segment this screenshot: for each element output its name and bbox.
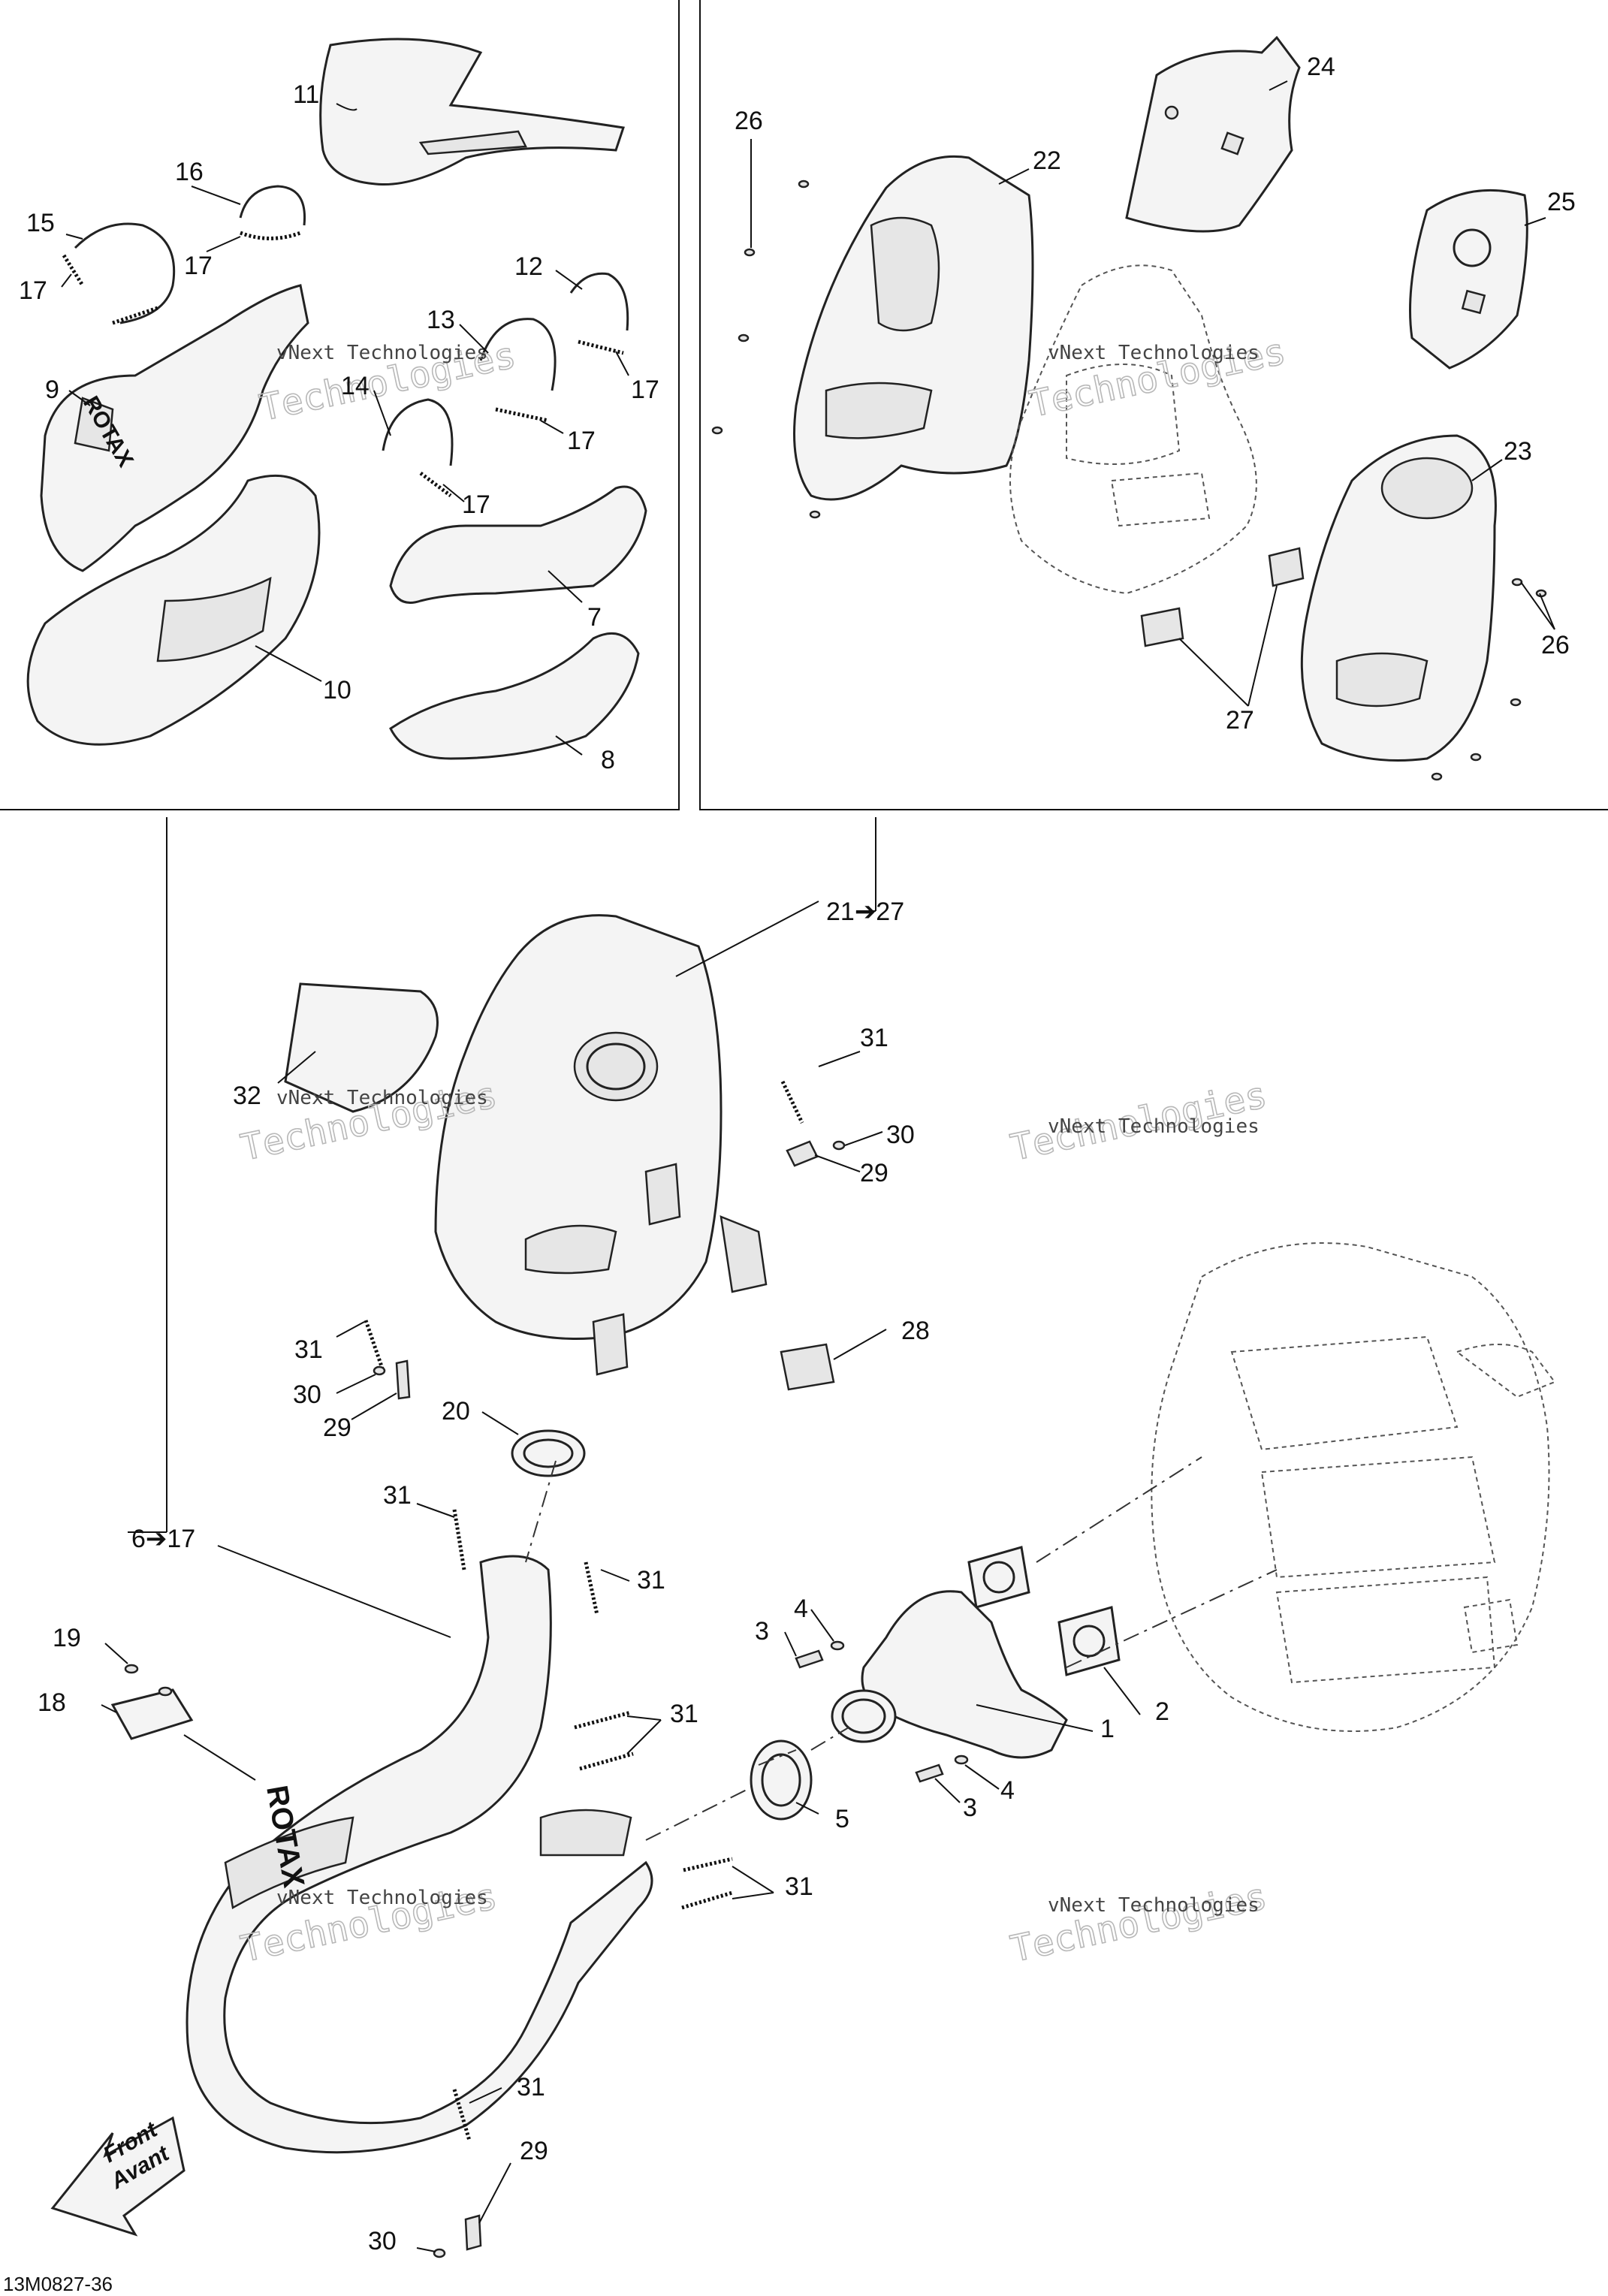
label-2: 2 — [1155, 1697, 1169, 1726]
label-24: 24 — [1307, 53, 1335, 81]
muffler-assembly-ghost — [1009, 264, 1257, 595]
retaining-ring-16 — [239, 185, 306, 226]
watermark-4a: vNext Technologies — [1048, 1115, 1260, 1138]
heat-shield-32 — [284, 982, 439, 1113]
label-19: 19 — [53, 1624, 81, 1652]
label-31-g: 31 — [517, 2073, 545, 2101]
engine-ghost — [1151, 1242, 1556, 1732]
label-28: 28 — [901, 1317, 930, 1345]
watermark-1a: vNext Technologies — [276, 342, 488, 364]
retaining-ring-15 — [74, 222, 176, 324]
watermark-2a: vNext Technologies — [1048, 342, 1260, 364]
y-pipe-cover-10 — [26, 474, 321, 746]
label-6-17: 6➔17 — [131, 1525, 195, 1553]
seal-20 — [511, 1429, 586, 1477]
label-29-b: 29 — [323, 1414, 351, 1442]
label-31-a: 31 — [860, 1024, 888, 1052]
label-26-a: 26 — [735, 107, 763, 135]
label-12: 12 — [514, 252, 543, 281]
label-1: 1 — [1100, 1715, 1115, 1743]
label-7: 7 — [587, 603, 602, 632]
watermark-5a: vNext Technologies — [276, 1887, 488, 1909]
watermark-3a: vNext Technologies — [276, 1087, 488, 1109]
label-10: 10 — [323, 676, 351, 704]
label-17-e: 17 — [462, 490, 490, 519]
label-23: 23 — [1504, 437, 1532, 466]
label-31-f: 31 — [785, 1872, 813, 1901]
label-8: 8 — [601, 746, 615, 774]
retaining-ring-13 — [479, 318, 557, 391]
label-14: 14 — [341, 372, 370, 400]
bumpers-27 — [1140, 547, 1305, 647]
gaskets-2 — [967, 1546, 1121, 1676]
heat-shield-24 — [1125, 35, 1301, 233]
label-31-d: 31 — [637, 1566, 665, 1595]
muffler-half-22 — [793, 155, 1034, 501]
springs-31-29-30-main — [364, 1080, 846, 2258]
panel-frames — [0, 0, 1608, 810]
label-30-b: 30 — [293, 1380, 321, 1409]
screws-3-4 — [795, 1640, 969, 1783]
label-5: 5 — [835, 1805, 849, 1833]
label-11: 11 — [293, 80, 319, 109]
label-15: 15 — [26, 209, 55, 237]
rivets-26 — [711, 180, 1547, 781]
label-3-b: 3 — [963, 1794, 977, 1822]
retaining-ring-12 — [569, 272, 629, 331]
label-4-a: 4 — [794, 1595, 808, 1623]
label-20: 20 — [442, 1397, 470, 1426]
label-31-b: 31 — [294, 1335, 323, 1364]
label-31-e: 31 — [670, 1700, 698, 1728]
watermark-6a: vNext Technologies — [1048, 1894, 1260, 1917]
y-pipe-cover-9 — [40, 284, 309, 572]
elbow-cover-7 — [389, 485, 647, 604]
label-25: 25 — [1547, 188, 1576, 216]
label-29-c: 29 — [520, 2137, 548, 2165]
label-17-c: 17 — [631, 376, 659, 404]
leader-lines — [61, 80, 1555, 2252]
label-17-a: 17 — [184, 252, 213, 280]
panel-connectors — [128, 817, 876, 1533]
watermark-6b: Technologies — [1007, 1875, 1271, 1971]
muffler-half-23 — [1300, 434, 1497, 762]
seal-5 — [750, 1739, 813, 1821]
heat-shield-25 — [1409, 189, 1528, 370]
label-26-b: 26 — [1541, 631, 1570, 659]
label-22: 22 — [1033, 146, 1061, 175]
label-30-c: 30 — [368, 2227, 397, 2255]
label-16: 16 — [175, 158, 204, 186]
assembly-centerlines — [525, 1456, 1278, 1841]
label-32: 32 — [233, 1082, 261, 1110]
heat-shield-11 — [319, 38, 625, 186]
label-17-b: 17 — [19, 276, 47, 305]
bumper-28 — [780, 1343, 835, 1391]
retaining-ring-14 — [382, 398, 454, 466]
label-27: 27 — [1226, 706, 1254, 735]
muffler-assembly-21 — [434, 914, 768, 1376]
springs-17-top — [62, 231, 624, 497]
label-4-b: 4 — [1000, 1776, 1015, 1805]
label-30-a: 30 — [886, 1121, 915, 1149]
diagram-code: 13M0827-36 — [3, 2273, 113, 2295]
front-direction-arrow: Front Avant — [50, 2116, 186, 2237]
exhaust-manifold-1 — [831, 1590, 1068, 1759]
label-18: 18 — [38, 1688, 66, 1717]
callout-labels: 11 16 15 17 17 12 13 17 14 17 17 9 7 10 … — [3, 53, 1576, 2295]
flange-18 — [110, 1688, 194, 1740]
label-21-27: 21➔27 — [826, 898, 904, 926]
elbow-cover-8 — [389, 632, 640, 760]
label-17-d: 17 — [567, 427, 596, 455]
tuned-pipe-6 — [186, 1555, 653, 2154]
label-13: 13 — [427, 306, 455, 334]
label-31-c: 31 — [383, 1481, 412, 1510]
label-9: 9 — [45, 376, 59, 404]
screws-19 — [124, 1664, 173, 1697]
label-3-a: 3 — [755, 1617, 769, 1646]
label-29-a: 29 — [860, 1159, 888, 1187]
